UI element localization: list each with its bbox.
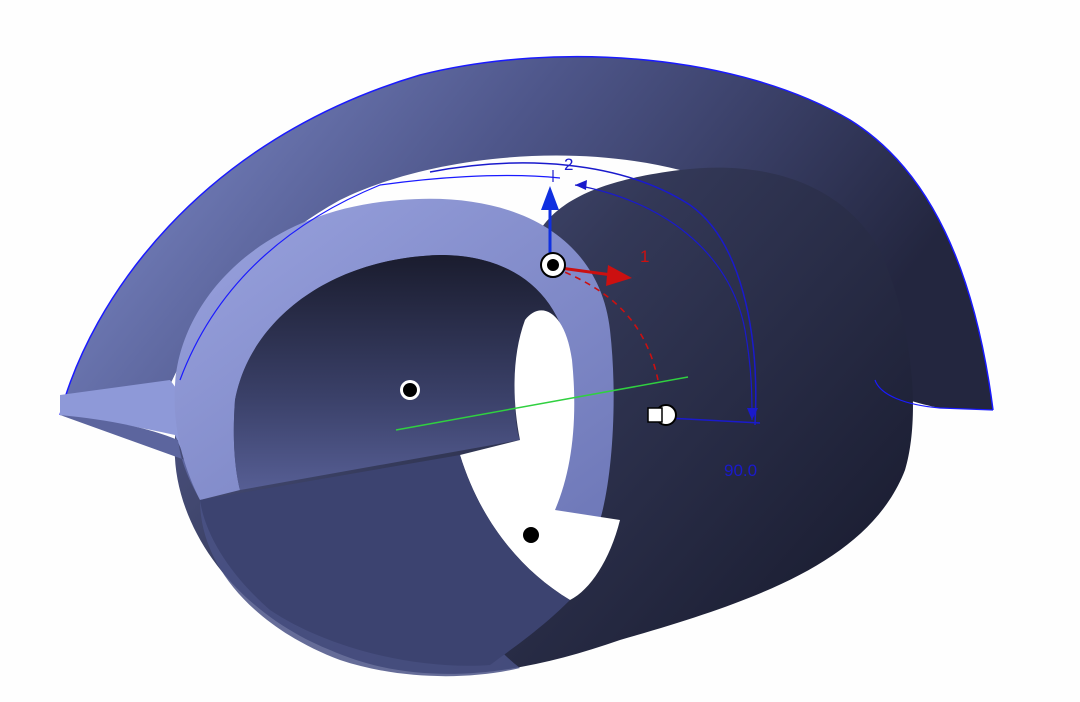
bore-lower-face xyxy=(200,455,570,666)
axis-2-arrow-head[interactable] xyxy=(541,186,559,210)
inner-bore[interactable] xyxy=(233,255,571,490)
bore-window-opening xyxy=(460,310,620,600)
dimension-arrow-start xyxy=(575,180,587,190)
shroud-right-edge xyxy=(874,379,994,411)
angle-dimension-arc[interactable] xyxy=(429,162,757,426)
outer-shroud-surface[interactable] xyxy=(60,56,993,415)
outer-shroud-edge xyxy=(59,55,994,416)
front-ring-face[interactable] xyxy=(174,198,614,521)
dimension-arrow-end xyxy=(747,408,758,420)
black-dot-icon[interactable] xyxy=(523,527,539,543)
axis-manipulator[interactable]: 2 1 xyxy=(540,155,649,286)
rotation-path-dashed xyxy=(554,267,659,381)
pivot-handle-center xyxy=(547,259,559,271)
axis-1-arrow-head[interactable] xyxy=(606,265,632,286)
left-flange-underside xyxy=(60,415,200,500)
axis-center-line xyxy=(395,376,689,431)
drag-handle-icon[interactable] xyxy=(647,404,677,426)
angle-dimension-value[interactable]: 90.0 xyxy=(724,461,757,480)
shroud-inner-lip xyxy=(179,174,561,381)
center-marker-icon[interactable] xyxy=(400,380,420,400)
angle-dimension-inner-arc xyxy=(574,184,753,421)
axis-1-label: 1 xyxy=(640,247,649,266)
left-flange[interactable] xyxy=(60,380,200,470)
axis-2-label: 2 xyxy=(564,155,573,174)
dimension-leader-line xyxy=(667,417,761,424)
